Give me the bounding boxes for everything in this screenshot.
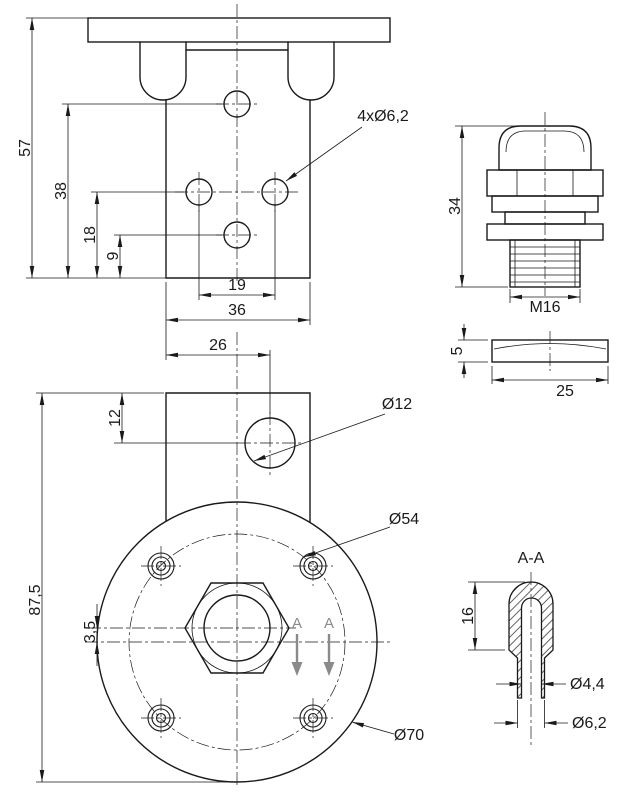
dia12-leader [253, 413, 386, 462]
disc-outline [491, 339, 609, 363]
dim-label-12: 12 [107, 409, 124, 427]
lug-left-outline [139, 41, 187, 101]
section-view: A-A 16 Ø4,4 Ø6,2 [460, 550, 607, 748]
hole-callout-label: 4xØ6,2 [357, 108, 409, 125]
hole-callout-leader [285, 126, 363, 182]
dim-label-5: 5 [449, 346, 466, 355]
dia12-label: Ø12 [382, 396, 412, 413]
thread-root-lines [514, 240, 576, 287]
dim-label-87-5: 87,5 [27, 584, 44, 615]
thread-lines [510, 246, 580, 283]
extension-lines [36, 350, 271, 783]
dim-label-38: 38 [53, 182, 70, 200]
dim-label-19: 19 [228, 277, 246, 294]
disc-view: 5 25 [449, 324, 609, 400]
section-arrowhead-left [291, 662, 303, 676]
gland-view: 34 M16 [447, 112, 604, 316]
section-arrowhead-right [323, 662, 335, 676]
hex-facet-lines [516, 170, 574, 196]
front-view: 57 38 18 9 19 36 4xØ6,2 [17, 17, 409, 360]
extension-lines [458, 339, 609, 384]
disc-crown-arc [493, 343, 607, 350]
cap-inner-arc [505, 130, 585, 153]
dim-label-36: 36 [228, 302, 246, 319]
dim-label-34: 34 [447, 197, 464, 215]
dim-label-16: 16 [460, 607, 477, 625]
arm-outline [165, 392, 311, 523]
dia44-label: Ø4,4 [570, 676, 605, 693]
lug-right-outline [287, 41, 335, 101]
thread-label-m16: M16 [529, 299, 560, 316]
extension-lines [468, 581, 545, 728]
section-title: A-A [518, 550, 545, 567]
flange-outline [87, 17, 391, 43]
plan-centerlines [85, 412, 392, 643]
dia54-leader [303, 526, 391, 558]
section-letter-right: A [324, 615, 334, 632]
eyelet-section-profile [508, 581, 554, 699]
threaded-stem [509, 239, 581, 288]
dim-label-26: 26 [209, 337, 227, 354]
hole-centerlines [175, 103, 299, 236]
dia62-label: Ø6,2 [572, 715, 607, 732]
dim-label-9: 9 [105, 251, 122, 260]
extension-lines [455, 125, 581, 303]
cap-outline [498, 125, 592, 171]
plate-outline [165, 49, 311, 279]
section-letter-left: A [292, 615, 302, 632]
dia54-label: Ø54 [389, 511, 419, 528]
plan-view: 26 12 87,5 3,5 Ø12 Ø54 Ø70 A A [27, 337, 424, 783]
dim-label-18: 18 [82, 226, 99, 244]
dim-label-25: 25 [556, 383, 574, 400]
dim-label-3-5: 3,5 [82, 621, 99, 643]
dia70-label: Ø70 [394, 727, 424, 744]
dim-label-57: 57 [17, 139, 34, 157]
dia70-leader [351, 721, 395, 735]
